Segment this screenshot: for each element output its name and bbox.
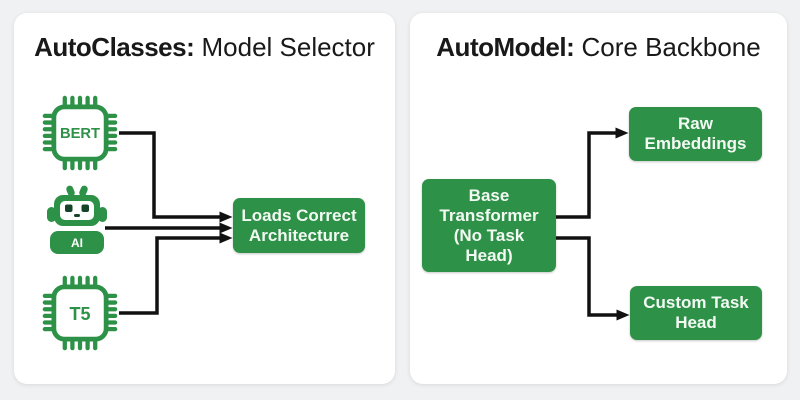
bert-chip-icon: BERT — [42, 95, 118, 171]
t5-chip-label: T5 — [69, 304, 90, 324]
base-transformer-box: Base Transformer (No Task Head) — [422, 179, 556, 272]
automodel-title-bold: AutoModel: — [436, 32, 575, 62]
ai-badge-label: AI — [71, 236, 83, 250]
custom-task-head-box: Custom Task Head — [630, 286, 762, 340]
automodel-panel-title: AutoModel: Core Backbone — [410, 31, 787, 63]
autoclasses-title-bold: AutoClasses: — [34, 32, 195, 62]
raw-embeddings-label: Raw Embeddings — [644, 114, 747, 153]
loads-correct-architecture-label: Loads Correct Architecture — [241, 205, 357, 245]
automodel-title-rest: Core Backbone — [581, 32, 761, 62]
ai-robot-icon: AI — [47, 185, 107, 254]
loads-correct-architecture-box: Loads Correct Architecture — [233, 198, 365, 253]
autoclasses-panel-title: AutoClasses: Model Selector — [14, 31, 395, 63]
bert-chip-label: BERT — [60, 126, 100, 142]
autoclasses-title-rest: Model Selector — [201, 32, 375, 62]
t5-chip-icon: T5 — [42, 275, 118, 351]
base-transformer-label: Base Transformer (No Task Head) — [439, 185, 539, 265]
raw-embeddings-box: Raw Embeddings — [629, 107, 762, 161]
custom-task-head-label: Custom Task Head — [643, 293, 749, 332]
